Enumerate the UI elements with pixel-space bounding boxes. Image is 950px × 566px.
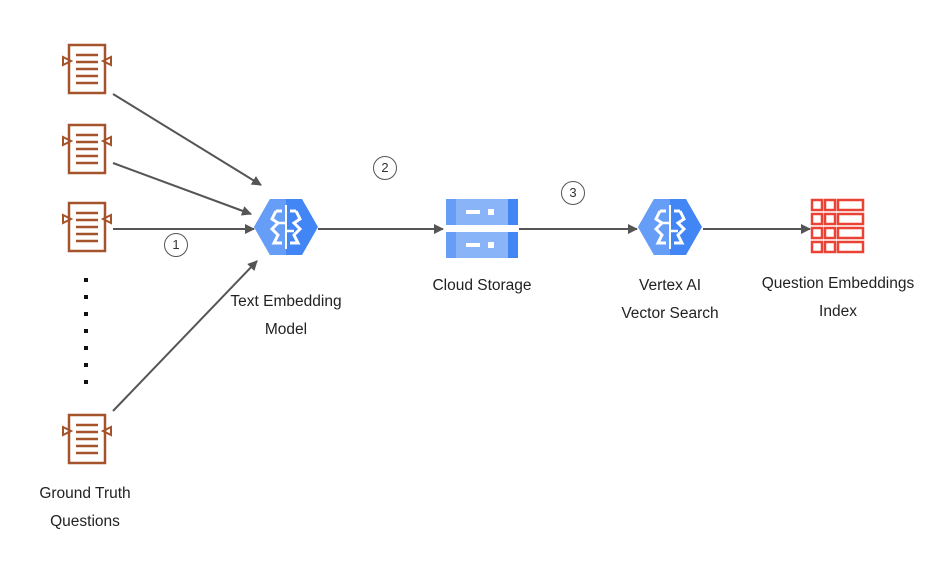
vertex-line2: Vector Search [621, 305, 719, 322]
step-badge-1: 1 [164, 233, 188, 257]
ground-truth-label: Ground Truth Questions [25, 480, 145, 536]
cloud-storage-label: Cloud Storage [412, 272, 552, 300]
text-embedding-line2: Model [264, 321, 308, 338]
document-icon [61, 413, 113, 465]
document-icon [61, 201, 113, 253]
ground-truth-line2: Questions [50, 513, 120, 530]
cloud-storage-line1: Cloud Storage [432, 277, 532, 294]
ai-brain-icon [636, 197, 704, 257]
index-line2: Index [819, 303, 857, 320]
index-label: Question Embeddings Index [748, 270, 928, 326]
vertex-label: Vertex AI Vector Search [600, 272, 740, 328]
document-icon [61, 123, 113, 175]
text-embedding-label: Text Embedding Model [211, 288, 361, 344]
arrow-doc1-to-model [112, 93, 262, 186]
storage-server-icon [446, 199, 518, 258]
index-line1: Question Embeddings [761, 275, 915, 292]
index-grid-icon [810, 198, 865, 254]
step-badge-3: 3 [561, 181, 585, 205]
text-embedding-line1: Text Embedding [230, 293, 342, 310]
ai-brain-icon [252, 197, 320, 257]
document-icon [61, 43, 113, 95]
step-badge-2: 2 [373, 156, 397, 180]
arrow-doc4-to-model [112, 260, 258, 412]
vertex-line1: Vertex AI [638, 277, 702, 294]
arrows [112, 93, 811, 412]
ellipsis-dots [84, 278, 88, 384]
arrow-doc2-to-model [112, 162, 252, 216]
ground-truth-line1: Ground Truth [39, 485, 131, 502]
